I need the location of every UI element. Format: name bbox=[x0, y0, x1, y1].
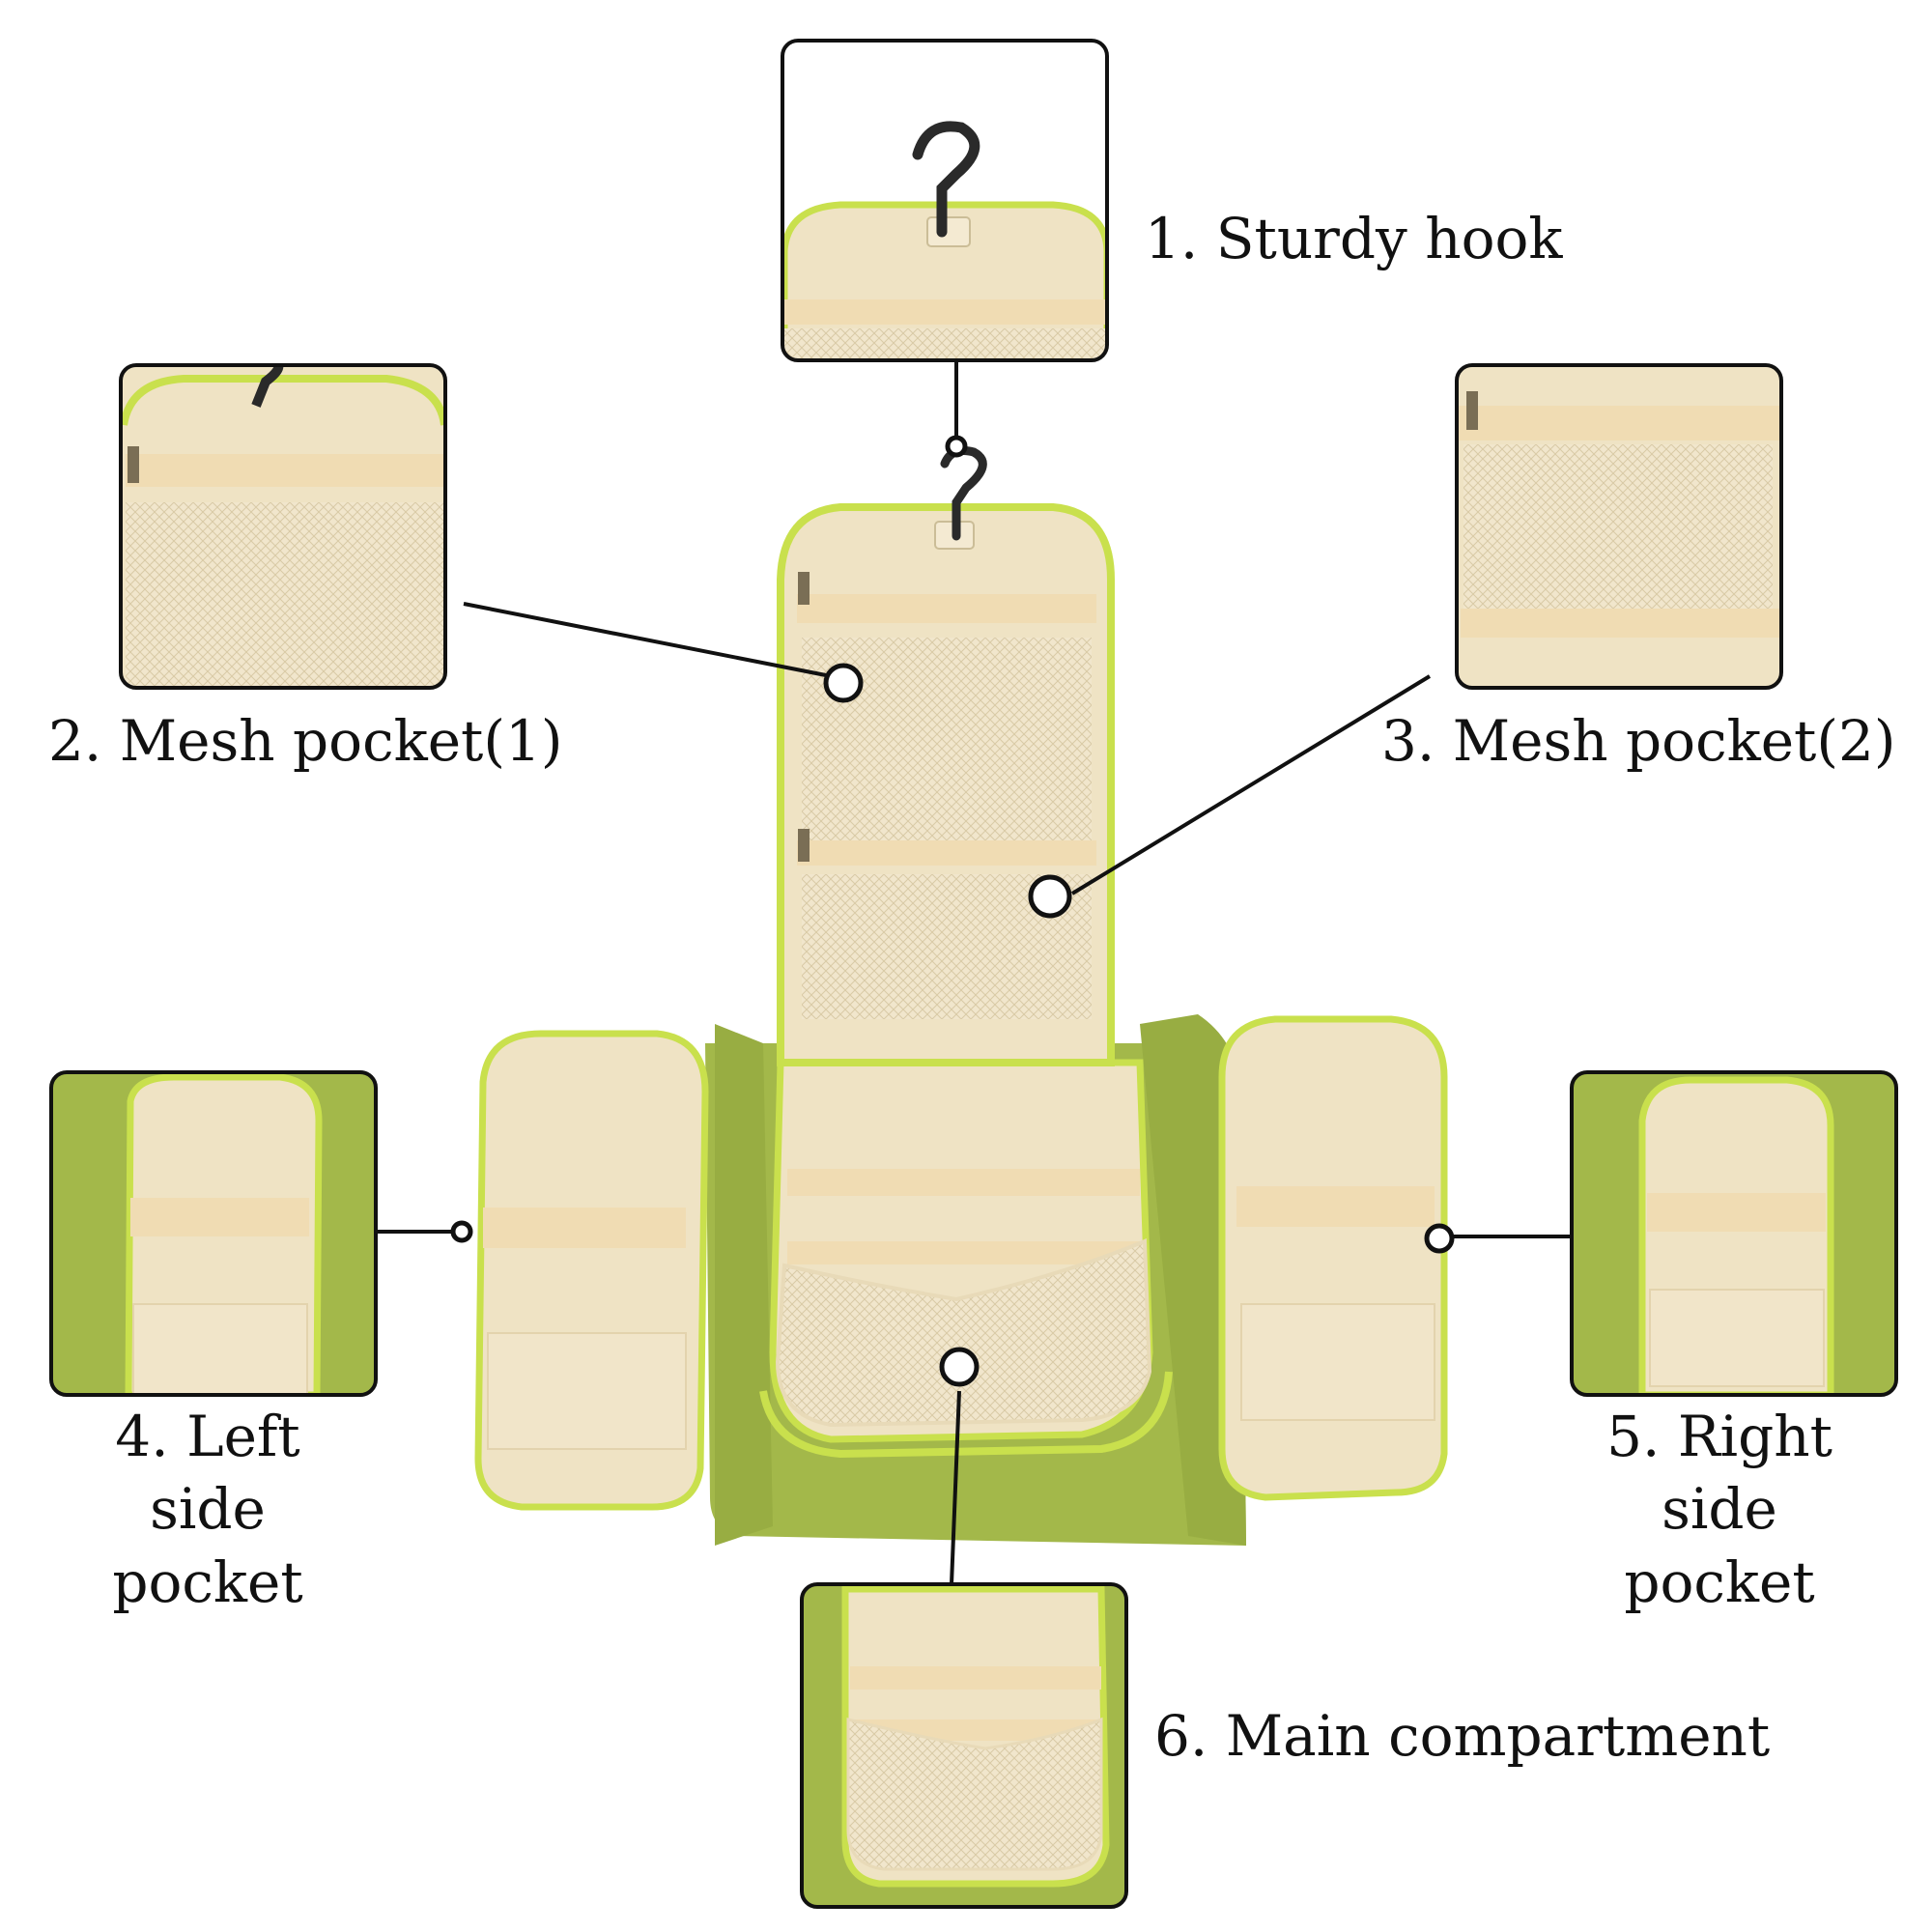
mesh-pocket-1-marker bbox=[823, 663, 864, 703]
right-pocket-label-line2: pocket bbox=[1624, 1548, 1815, 1615]
mesh-pocket-2-marker bbox=[1028, 874, 1072, 919]
left-pocket-label-line2: pocket bbox=[112, 1548, 303, 1615]
main-compartment-callout-frame bbox=[802, 1584, 1126, 1907]
callout-markers bbox=[450, 435, 1455, 1387]
main-compartment-label: 6. Main compartment bbox=[1154, 1700, 1770, 1773]
hook-label-text: 1. Sturdy hook bbox=[1145, 206, 1563, 271]
left-pocket-label-line1: 4. Left side bbox=[115, 1404, 300, 1543]
mesh-pocket-2-label-text: 3. Mesh pocket(2) bbox=[1381, 708, 1896, 774]
leader-lines bbox=[376, 360, 1572, 1585]
right-pocket-callout-frame bbox=[1572, 1072, 1896, 1395]
right-pocket-label: 5. Right side pocket bbox=[1541, 1401, 1898, 1619]
hook-callout-frame bbox=[782, 41, 1107, 360]
left-pocket-callout-frame bbox=[51, 1072, 376, 1395]
mesh-pocket-1-label-text: 2. Mesh pocket(1) bbox=[48, 708, 563, 774]
right-pocket-marker bbox=[1424, 1223, 1455, 1254]
hook-marker bbox=[945, 435, 968, 458]
mesh-pocket-2-callout-frame bbox=[1457, 365, 1781, 688]
mesh-pocket-1-label: 2. Mesh pocket(1) bbox=[48, 705, 563, 778]
mesh-pocket-1-callout-frame bbox=[121, 365, 445, 688]
bag-illustration bbox=[474, 503, 1448, 1546]
right-pocket-label-line1: 5. Right side bbox=[1606, 1404, 1833, 1543]
mesh-pocket-2-label: 3. Mesh pocket(2) bbox=[1381, 705, 1896, 778]
main-compartment-label-text: 6. Main compartment bbox=[1154, 1703, 1771, 1769]
left-pocket-marker bbox=[450, 1220, 473, 1243]
hook-label: 1. Sturdy hook bbox=[1145, 203, 1563, 275]
main-compartment-marker bbox=[939, 1347, 980, 1387]
left-pocket-label: 4. Left side pocket bbox=[53, 1401, 362, 1619]
